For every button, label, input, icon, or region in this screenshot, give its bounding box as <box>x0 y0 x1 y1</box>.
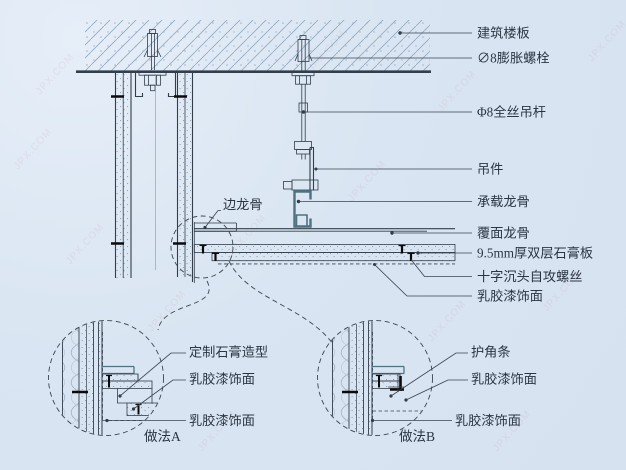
watermark-text: JPX.COM <box>34 51 77 97</box>
detail-a-label-paint-upper: 乳胶漆饰面 <box>189 371 255 387</box>
detail-a-caption: 做法A <box>144 429 181 444</box>
detail-b-label-corner-bead: 护角条 <box>471 344 511 360</box>
detail-b-label-paint-upper: 乳胶漆饰面 <box>471 371 537 387</box>
callout-hanger: 吊件 <box>477 162 503 177</box>
watermark-text: JPX.COM <box>426 298 469 344</box>
callout-expansion-bolt: ∅8膨胀螺栓 <box>477 51 550 66</box>
callout-edge-keel: 边龙骨 <box>203 197 263 230</box>
connector-to-detail-b <box>228 260 334 345</box>
carrier-keel <box>293 190 312 228</box>
callout-screw: 十字沉头自攻螺丝 <box>477 269 583 284</box>
callout-paint-finish: 乳胶漆饰面 <box>477 288 543 304</box>
detail-a-label-paint-lower: 乳胶漆饰面 <box>189 412 255 428</box>
detail-b-label-paint-lower: 乳胶漆饰面 <box>455 412 521 428</box>
callouts-right: 建筑楼板 ∅8膨胀螺栓 Φ8全丝吊杆 吊件 承载龙骨 覆面龙骨 9.5mm厚双层… <box>296 26 593 304</box>
watermark-text: JPX.COM <box>146 288 189 334</box>
detail-b-caption: 做法B <box>399 429 435 444</box>
expansion-bolt-wall <box>138 29 167 92</box>
corner-bead <box>388 374 404 392</box>
partition-wall <box>111 72 195 283</box>
self-tapping-screws <box>199 244 415 261</box>
watermark-text: JPX.COM <box>12 126 55 172</box>
connector-to-detail-a <box>157 280 210 331</box>
concrete-slab <box>76 20 431 73</box>
watermark-text: JPX.COM <box>436 68 479 114</box>
edge-keel <box>194 222 237 232</box>
hanger-clip <box>309 146 315 191</box>
watermark-text: JPX.COM <box>586 18 626 64</box>
callout-building-slab: 建筑楼板 <box>477 26 530 41</box>
callout-threaded-rod: Φ8全丝吊杆 <box>477 104 546 120</box>
detail-b: 护角条 乳胶漆饰面 乳胶漆饰面 做法B <box>317 320 537 444</box>
detail-a: 定制石膏造型 乳胶漆饰面 乳胶漆饰面 做法A <box>48 320 268 444</box>
detail-a-label-moulding: 定制石膏造型 <box>189 344 268 360</box>
watermark-text: JPX.COM <box>64 221 107 267</box>
callout-cover-keel: 覆面龙骨 <box>477 226 530 241</box>
gypsum-ceiling <box>193 244 456 265</box>
callout-gypsum-board: 9.5mm厚双层石膏板 <box>477 245 593 261</box>
expansion-bolt-hanger-rod <box>283 35 319 191</box>
edge-keel-label: 边龙骨 <box>223 197 263 212</box>
junction-detail-circle <box>170 215 234 279</box>
callout-carrier-keel: 承载龙骨 <box>477 194 530 209</box>
watermark-text: JPX.COM <box>346 158 389 204</box>
wall-track <box>134 72 177 98</box>
